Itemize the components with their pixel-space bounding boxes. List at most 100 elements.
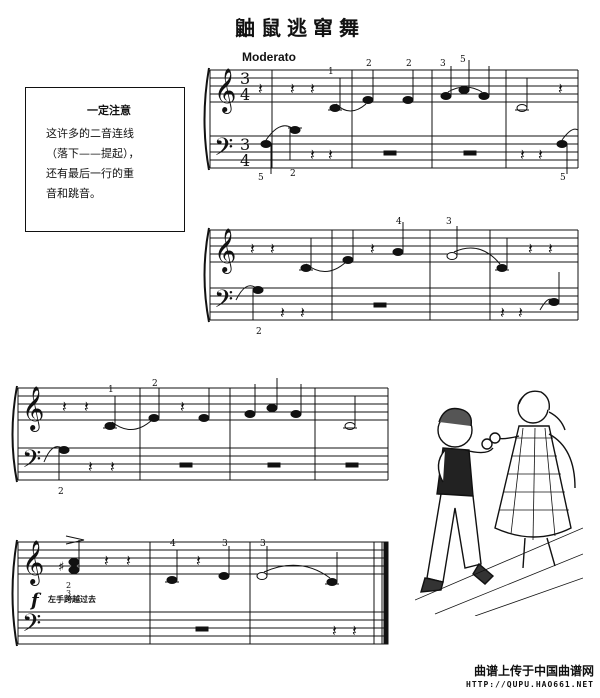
- notes-bass-3: [58, 446, 359, 480]
- quarter-rest: 𝄽: [548, 239, 553, 258]
- fingering-number: 1: [328, 67, 334, 77]
- quarter-rest: 𝄽: [352, 621, 357, 640]
- notes-bass-2: [252, 272, 560, 320]
- quarter-rest: 𝄽: [104, 551, 109, 570]
- fingering-number: 1: [108, 385, 114, 395]
- brace: [203, 227, 210, 323]
- treble-clef-icon: 𝄞: [22, 540, 44, 586]
- piece-title: 鼬鼠逃窜舞: [235, 16, 365, 40]
- time-signature-top: 3: [240, 69, 250, 88]
- fingering-number: 5: [460, 55, 466, 65]
- fingering-number: 4: [170, 539, 176, 549]
- fingering-number: 2: [66, 581, 71, 590]
- staff-treble-1: [210, 69, 578, 103]
- brace: [11, 385, 18, 483]
- fingering-number: 3: [446, 217, 452, 227]
- notes-treble-4: ♯: [58, 535, 339, 586]
- quarter-rest: 𝄽: [310, 145, 315, 164]
- treble-clef-icon: 𝄞: [22, 386, 44, 432]
- quarter-rest: 𝄽: [370, 239, 375, 258]
- slur: [305, 261, 347, 272]
- notes-bass-1: [260, 126, 568, 174]
- treble-clef-icon: 𝄞: [214, 228, 236, 274]
- footer-watermark: 曲谱上传于中国曲谱网 HTTP://QUPU.HAO661.NET: [466, 664, 594, 692]
- slur: [447, 86, 483, 93]
- quarter-rest: 𝄽: [538, 145, 543, 164]
- fingering-number: 3: [222, 539, 228, 549]
- bass-clef-icon: 𝄢: [22, 445, 41, 480]
- system-1: [203, 60, 579, 174]
- note-line: 音和跳音。: [46, 187, 101, 200]
- fingering-number: 5: [258, 173, 264, 183]
- fingering-number: 2: [406, 59, 412, 69]
- fingering-number: 3: [260, 539, 266, 549]
- footer-url: HTTP://QUPU.HAO661.NET: [466, 680, 594, 689]
- notes-bass-4: [195, 626, 209, 632]
- note-heading: 一定注意: [87, 104, 131, 117]
- fingering-number: 2: [290, 169, 296, 179]
- quarter-rest: 𝄽: [528, 239, 533, 258]
- tempo-marking: Moderato: [242, 50, 296, 64]
- time-signature-bottom: 4: [240, 85, 250, 104]
- fingering-number: 2: [152, 379, 158, 389]
- bass-clef-icon: 𝄢: [22, 609, 41, 644]
- quarter-rest: 𝄽: [332, 621, 337, 640]
- quarter-rest: 𝄽: [518, 303, 523, 322]
- system-2: [203, 222, 579, 323]
- quarter-rest: 𝄽: [84, 397, 89, 416]
- quarter-rest: 𝄽: [180, 397, 185, 416]
- fingering-number: 4: [396, 217, 402, 227]
- fingering-number: 2: [58, 487, 64, 497]
- quarter-rest: 𝄽: [558, 79, 563, 98]
- notes-treble-2: [299, 222, 509, 272]
- dancing-children-illustration: [415, 390, 583, 616]
- fingering-number: 2: [366, 59, 372, 69]
- notes-treble-1: [328, 60, 529, 112]
- note-line: 这许多的二音连线: [46, 127, 134, 140]
- quarter-rest: 𝄽: [110, 457, 115, 476]
- note-line: （落下——提起），: [46, 147, 140, 160]
- slur: [111, 419, 153, 430]
- footer-site-name: 曲谱上传于中国曲谱网: [473, 664, 594, 678]
- staff-bass-2: [210, 287, 578, 321]
- score-glyphs: 𝄞𝄞𝄞𝄞𝄢𝄢𝄢𝄢3434𝄽𝄽𝄽𝄽𝄽𝄽𝄽𝄽𝄽𝄽𝄽𝄽𝄽𝄽𝄽𝄽𝄽𝄽𝄽𝄽𝄽𝄽𝄽𝄽𝄽𝄽𝄽1…: [22, 55, 566, 644]
- quarter-rest: 𝄽: [250, 239, 255, 258]
- bass-clef-icon: 𝄢: [214, 285, 233, 320]
- fingering-number: 3: [440, 59, 446, 69]
- dynamic-marking: f: [31, 590, 39, 611]
- slur: [265, 125, 293, 141]
- slur: [561, 128, 579, 141]
- quarter-rest: 𝄽: [126, 551, 131, 570]
- quarter-rest: 𝄽: [62, 397, 67, 416]
- quarter-rest: 𝄽: [258, 79, 263, 98]
- fingering-number: 3: [66, 589, 71, 598]
- brace: [11, 539, 18, 647]
- quarter-rest: 𝄽: [328, 145, 333, 164]
- quarter-rest: 𝄽: [500, 303, 505, 322]
- slur: [453, 247, 501, 265]
- slur: [335, 103, 367, 112]
- time-signature-bottom: 4: [240, 151, 250, 170]
- treble-clef-icon: 𝄞: [214, 68, 236, 114]
- staff-treble-4: [18, 541, 388, 575]
- slur: [539, 298, 553, 311]
- staff-bass-4: [18, 611, 388, 645]
- time-signature-top: 3: [240, 135, 250, 154]
- quarter-rest: 𝄽: [196, 551, 201, 570]
- system-3: [11, 378, 389, 483]
- practice-note-box: 一定注意 这许多的二音连线 （落下——提起）， 还有最后一行的重 音和跳音。: [25, 87, 185, 232]
- quarter-rest: 𝄽: [88, 457, 93, 476]
- slur: [235, 285, 257, 301]
- brace: [203, 67, 210, 171]
- system-4: ♯: [11, 535, 389, 647]
- fingering-number: 2: [256, 327, 262, 337]
- quarter-rest: 𝄽: [310, 79, 315, 98]
- left-hand-instruction: 左手跨越过去: [48, 595, 96, 604]
- bass-clef-icon: 𝄢: [214, 133, 233, 168]
- notes-treble-3: [103, 378, 357, 430]
- quarter-rest: 𝄽: [280, 303, 285, 322]
- quarter-rest: 𝄽: [520, 145, 525, 164]
- quarter-rest: 𝄽: [270, 239, 275, 258]
- quarter-rest: 𝄽: [300, 303, 305, 322]
